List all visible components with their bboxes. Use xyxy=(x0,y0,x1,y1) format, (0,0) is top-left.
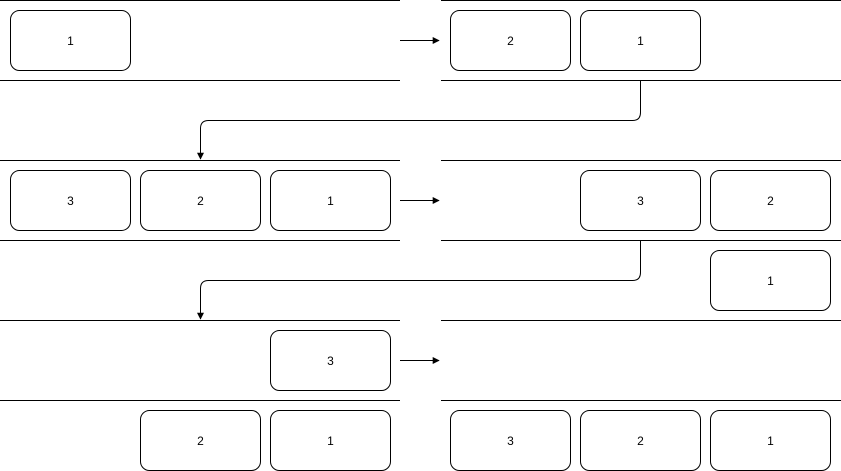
box-label: 1 xyxy=(767,274,774,288)
box-label: 3 xyxy=(637,194,644,208)
panel-1: 1 xyxy=(10,10,131,71)
queue-box: 3 xyxy=(270,330,391,391)
panel-5: 3 2 1 xyxy=(140,330,391,471)
box-label: 2 xyxy=(767,194,774,208)
queue-box: 2 xyxy=(450,10,571,71)
box-label: 3 xyxy=(327,354,334,368)
queue-box: 1 xyxy=(710,410,831,471)
box-label: 1 xyxy=(67,34,74,48)
elbow-arrow-icon xyxy=(197,80,641,160)
queue-box: 1 xyxy=(710,250,831,311)
panel-4: 3 2 1 xyxy=(580,170,831,311)
elbow-arrow-icon xyxy=(197,240,641,320)
queue-box: 1 xyxy=(270,170,391,231)
box-label: 2 xyxy=(637,434,644,448)
queue-box: 2 xyxy=(140,170,261,231)
panel-3: 3 2 1 xyxy=(10,170,391,231)
divider-lines xyxy=(0,0,841,401)
queue-box: 2 xyxy=(140,410,261,471)
queue-box: 1 xyxy=(10,10,131,71)
box-label: 1 xyxy=(637,34,644,48)
queue-box: 3 xyxy=(10,170,131,231)
queue-box: 1 xyxy=(270,410,391,471)
queue-box: 3 xyxy=(450,410,571,471)
box-label: 2 xyxy=(197,194,204,208)
box-label: 2 xyxy=(507,34,514,48)
box-label: 2 xyxy=(197,434,204,448)
box-label: 1 xyxy=(327,194,334,208)
queue-box: 3 xyxy=(580,170,701,231)
queue-box: 1 xyxy=(580,10,701,71)
panel-2: 2 1 xyxy=(450,10,701,71)
queue-box: 2 xyxy=(580,410,701,471)
panel-6: 3 2 1 xyxy=(450,410,831,471)
connectors xyxy=(197,37,641,364)
queue-box: 2 xyxy=(710,170,831,231)
box-label: 1 xyxy=(327,434,334,448)
box-label: 3 xyxy=(507,434,514,448)
box-label: 1 xyxy=(767,434,774,448)
box-label: 3 xyxy=(67,194,74,208)
